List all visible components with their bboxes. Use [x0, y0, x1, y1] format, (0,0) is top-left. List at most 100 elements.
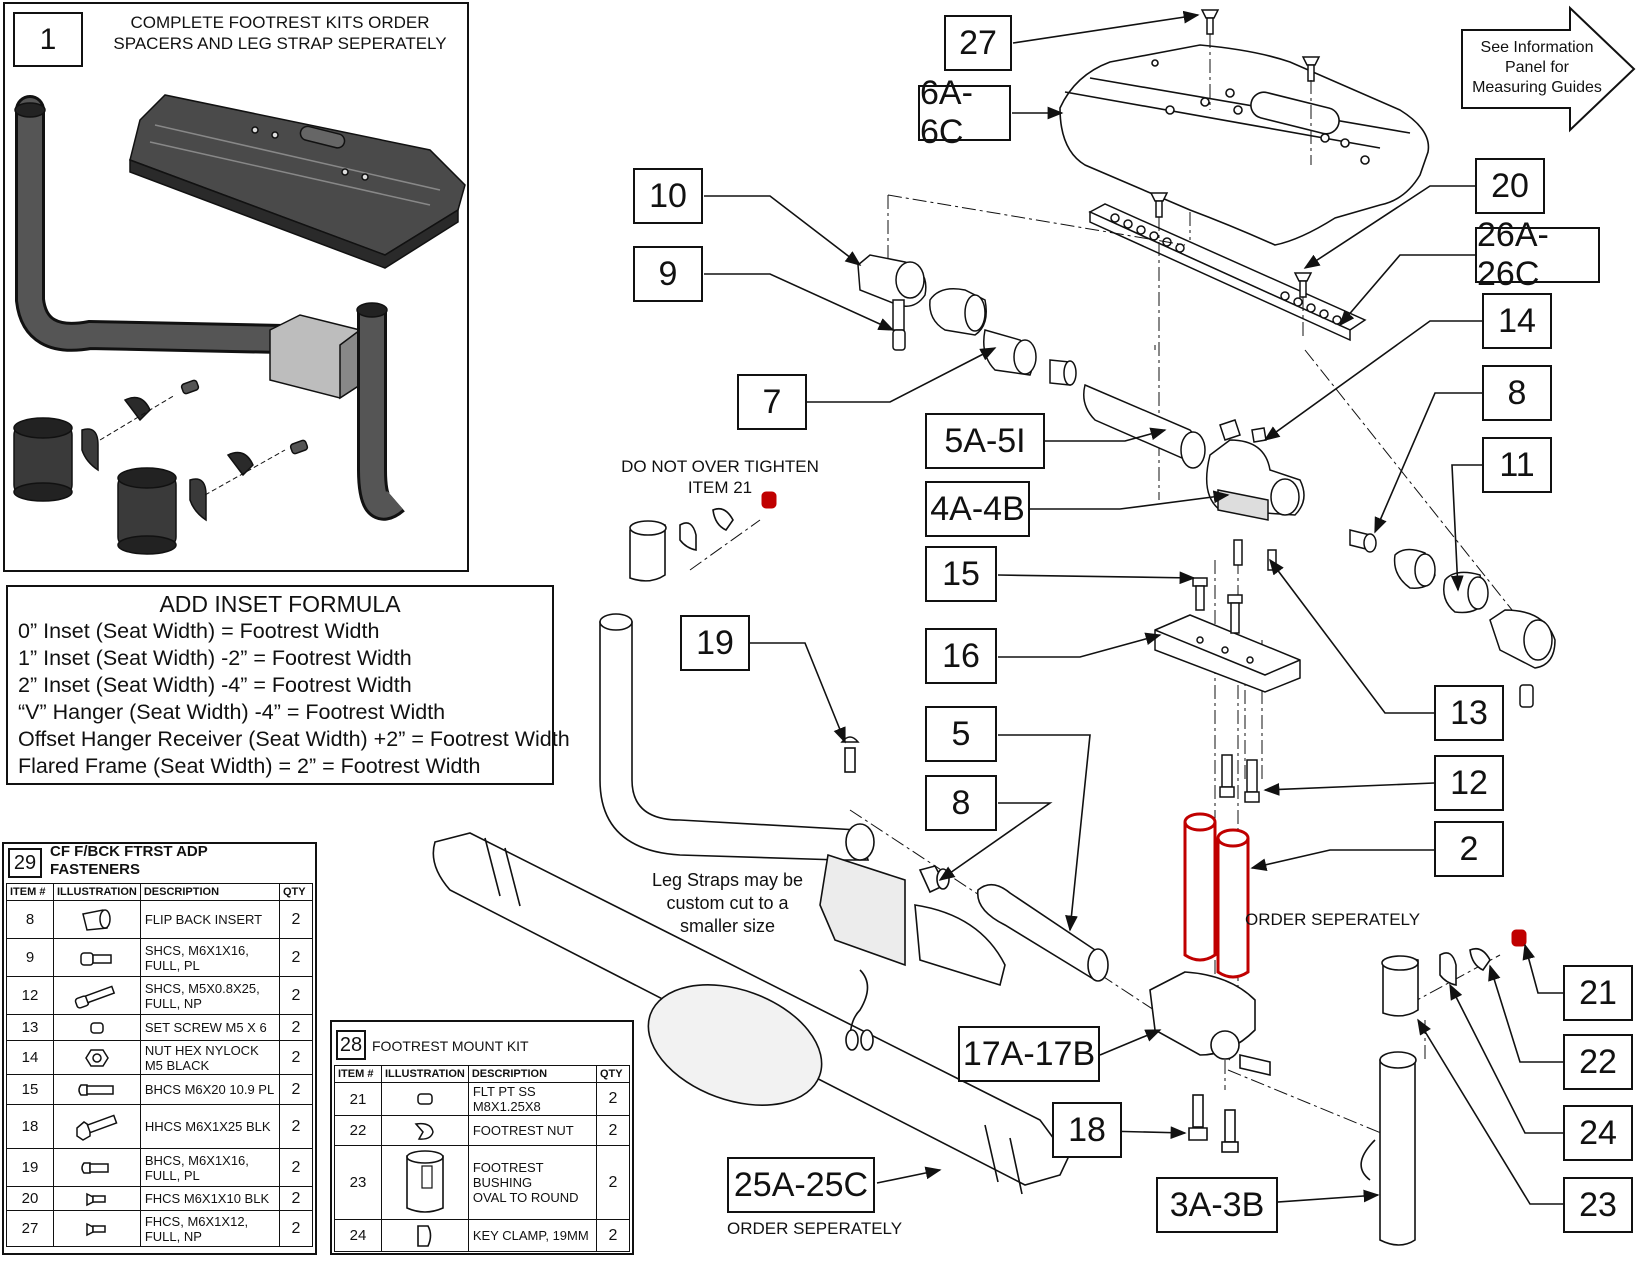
- column-header: DESCRIPTION: [139, 883, 281, 901]
- description: KEY CLAMP, 19MM: [467, 1219, 598, 1252]
- callout-21[interactable]: 21: [1563, 965, 1633, 1021]
- hinge-clamp-assembly: [857, 254, 1305, 571]
- callout-9[interactable]: 9: [633, 246, 703, 302]
- table-row[interactable]: 22 FOOTREST NUT 2: [334, 1115, 630, 1146]
- quantity: 2: [279, 938, 313, 977]
- callout-12[interactable]: 12: [1434, 755, 1504, 811]
- quantity: 2: [596, 1082, 630, 1116]
- table-row[interactable]: 24 KEY CLAMP, 19MM 2: [334, 1219, 630, 1252]
- mount-kit-table: ITEM # ILLUSTRATION DESCRIPTION QTY 21 F…: [334, 1065, 630, 1252]
- description: SHCS, M6X1X16,FULL, PL: [139, 938, 281, 977]
- spacer-tubes-highlighted: [1183, 812, 1250, 979]
- callout-5[interactable]: 5: [925, 706, 997, 762]
- callout-14[interactable]: 14: [1482, 293, 1552, 349]
- order-separately-strap-note: ORDER SEPERATELY: [727, 1219, 903, 1238]
- column-header: ILLUSTRATION: [381, 1065, 469, 1083]
- description: FLIP BACK INSERT: [139, 900, 281, 939]
- set-screw-icon: [53, 1014, 141, 1041]
- callout-8-lower[interactable]: 8: [925, 775, 997, 831]
- table-row[interactable]: 13 SET SCREW M5 X 6 2: [6, 1014, 313, 1041]
- item-number: 14: [6, 1040, 54, 1075]
- callout-13[interactable]: 13: [1434, 685, 1504, 741]
- inset-formula-box: ADD INSET FORMULA 0” Inset (Seat Width) …: [6, 585, 570, 785]
- description: FHCS, M6X1X12,FULL, NP: [139, 1210, 281, 1247]
- panel-1-number: 1: [13, 12, 83, 67]
- callout-18[interactable]: 18: [1052, 1102, 1122, 1158]
- do-not-over-tighten-note: DO NOT OVER TIGHTEN: [621, 457, 819, 476]
- footrest-bushing-icon: [381, 1145, 469, 1220]
- key-clamp-icon: [381, 1219, 469, 1252]
- callout-27[interactable]: 27: [944, 15, 1012, 71]
- inset-formula-line: “V” Hanger (Seat Width) -4” = Footrest W…: [18, 700, 446, 724]
- table-row[interactable]: 8 FLIP BACK INSERT 2: [6, 900, 313, 939]
- item-number: 24: [334, 1219, 382, 1252]
- item-number: 15: [6, 1074, 54, 1105]
- info-arrow-line-3[interactable]: Measuring Guides: [1472, 79, 1602, 96]
- callout-11[interactable]: 11: [1482, 437, 1552, 493]
- callout-10[interactable]: 10: [633, 168, 703, 224]
- mount-kit-table-title: FOOTREST MOUNT KIT: [372, 1038, 529, 1054]
- quantity: 2: [279, 1186, 313, 1211]
- item-number: 27: [6, 1210, 54, 1247]
- callout-6a-6c[interactable]: 6A-6C: [918, 74, 1011, 151]
- table-row[interactable]: 27 FHCS, M6X1X12,FULL, NP 2: [6, 1210, 313, 1247]
- hex-head-screw-icon: [53, 1104, 141, 1149]
- flat-head-screw-icon: [53, 1186, 141, 1211]
- fasteners-table-title-1: CF F/BCK FTRST ADP: [50, 843, 208, 860]
- callout-23[interactable]: 23: [1563, 1177, 1633, 1233]
- callout-15[interactable]: 15: [925, 546, 997, 602]
- callout-5a-5i[interactable]: 5A-5I: [925, 413, 1045, 469]
- leg-strap-note-line-2: custom cut to a: [666, 893, 789, 913]
- item-number: 12: [6, 976, 54, 1015]
- callout-8-upper[interactable]: 8: [1482, 365, 1552, 421]
- info-arrow-shape: [1461, 5, 1636, 133]
- quantity: 2: [279, 1210, 313, 1247]
- table-header-row: ITEM # ILLUSTRATION DESCRIPTION QTY: [334, 1065, 630, 1083]
- callout-20[interactable]: 20: [1475, 158, 1545, 214]
- panel-1-note-line-2: SPACERS AND LEG STRAP SEPERATELY: [113, 34, 447, 53]
- table-row[interactable]: 18 HHCS M6X1X25 BLK 2: [6, 1104, 313, 1149]
- inset-formula-line: Flared Frame (Seat Width) = 2” = Footres…: [18, 754, 481, 778]
- table-header-row: ITEM # ILLUSTRATION DESCRIPTION QTY: [6, 883, 313, 901]
- flat-head-screw-icon: [53, 1210, 141, 1247]
- fasteners-table-number: 29: [8, 848, 42, 878]
- hex-nut-icon: [53, 1040, 141, 1075]
- table-row[interactable]: 19 BHCS, M6X1X16,FULL, PL 2: [6, 1148, 313, 1187]
- info-arrow-line-1[interactable]: See Information: [1480, 39, 1594, 56]
- table-row[interactable]: 15 BHCS M6X20 10.9 PL 2: [6, 1074, 313, 1105]
- callout-25a-25c[interactable]: 25A-25C: [727, 1157, 875, 1213]
- flip-back-insert-icon: [53, 900, 141, 939]
- socket-head-screw-icon: [53, 938, 141, 977]
- callout-17a-17b[interactable]: 17A-17B: [958, 1026, 1100, 1082]
- callout-4a-4b[interactable]: 4A-4B: [925, 481, 1030, 537]
- complete-kit-panel: [3, 2, 469, 572]
- table-row[interactable]: 20 FHCS M6X1X10 BLK 2: [6, 1186, 313, 1211]
- footplate-part: [1059, 44, 1430, 246]
- callout-19[interactable]: 19: [680, 615, 750, 671]
- item-number: 19: [6, 1148, 54, 1187]
- order-separately-spacers-note: ORDER SEPERATELY: [1245, 910, 1421, 929]
- quantity: 2: [279, 1104, 313, 1149]
- callout-26a-26c[interactable]: 26A-26C: [1475, 216, 1600, 293]
- callout-22[interactable]: 22: [1563, 1034, 1633, 1090]
- callout-24[interactable]: 24: [1563, 1105, 1633, 1161]
- complete-kit-illustration: [13, 94, 466, 555]
- callout-7[interactable]: 7: [737, 374, 807, 430]
- description: SET SCREW M5 X 6: [139, 1014, 281, 1041]
- table-row[interactable]: 9 SHCS, M6X1X16,FULL, PL 2: [6, 938, 313, 977]
- quantity: 2: [596, 1115, 630, 1146]
- info-arrow-line-2[interactable]: Panel for: [1504, 59, 1570, 76]
- callout-2[interactable]: 2: [1434, 821, 1504, 877]
- item-number: 18: [6, 1104, 54, 1149]
- callout-3a-3b[interactable]: 3A-3B: [1156, 1177, 1278, 1233]
- leader-lines: [704, 10, 1563, 1205]
- callout-16[interactable]: 16: [925, 628, 997, 684]
- item-number: 9: [6, 938, 54, 977]
- long-socket-screw-icon: [53, 976, 141, 1015]
- table-row[interactable]: 12 SHCS, M5X0.8X25,FULL, NP 2: [6, 976, 313, 1015]
